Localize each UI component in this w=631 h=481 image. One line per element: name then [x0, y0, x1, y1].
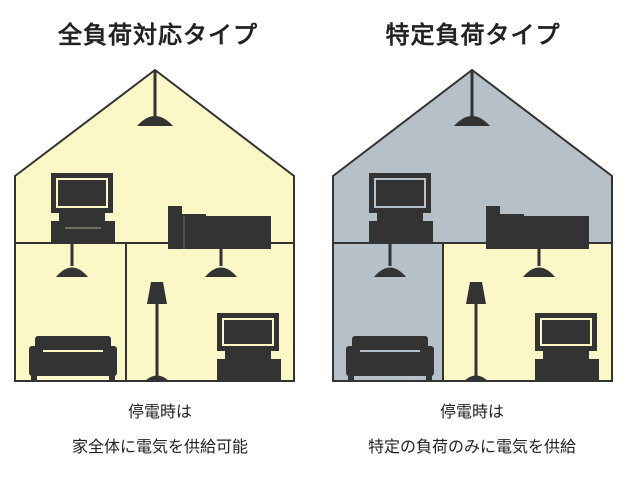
house-full-load: [14, 68, 295, 382]
panel-full-load-caption-line2: 家全体に電気を供給可能: [71, 437, 248, 456]
ceiling-lamp-icon: [374, 243, 406, 277]
tv-icon: [217, 313, 281, 381]
audio-rack-icon: [486, 206, 589, 249]
tv-icon: [535, 313, 599, 381]
floor-lamp-icon: [145, 282, 169, 381]
tv-icon: [369, 173, 433, 243]
floor-lamp-icon: [464, 282, 488, 381]
house-specific-load: [332, 68, 613, 382]
tv-icon: [51, 173, 115, 243]
sofa-icon: [346, 336, 434, 382]
panel-full-load-caption-line1: 停電時は: [127, 402, 192, 421]
panel-specific-load-caption-line2: 特定の負荷のみに電気を供給: [367, 437, 576, 456]
ceiling-lamp-icon: [56, 243, 88, 277]
panel-specific-load-title: 特定負荷タイプ: [385, 21, 561, 49]
audio-rack-icon: [168, 206, 271, 249]
panel-specific-load-caption-line1: 停電時は: [439, 402, 504, 421]
ceiling-lamp-icon: [137, 70, 173, 126]
panel-full-load-title: 全負荷対応タイプ: [58, 21, 258, 49]
ceiling-lamp-icon: [454, 70, 490, 126]
sofa-icon: [29, 336, 117, 382]
